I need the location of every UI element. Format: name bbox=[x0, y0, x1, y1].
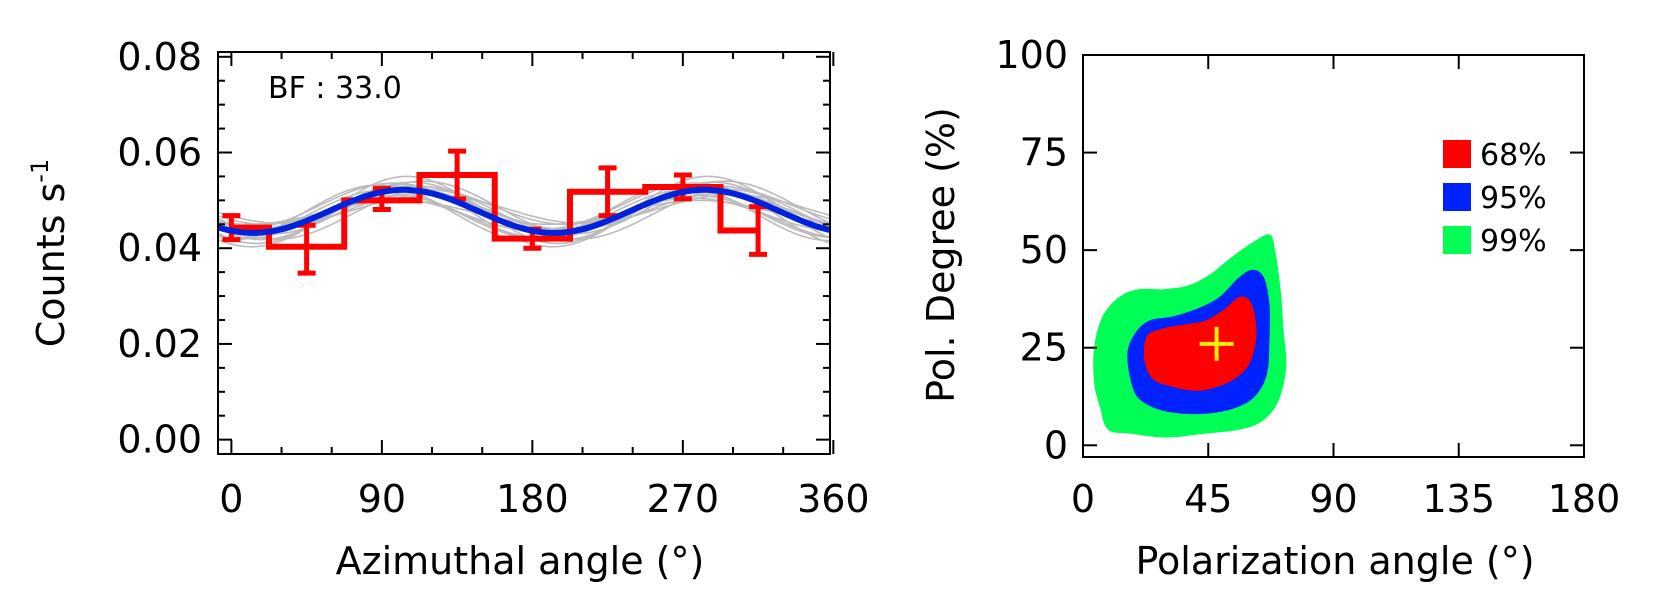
data-histogram bbox=[231, 171, 759, 250]
y-tick-label-2: 0.04 bbox=[117, 226, 202, 270]
legend-swatch bbox=[1443, 140, 1471, 168]
x-tick-label-2: 180 bbox=[496, 477, 569, 521]
x-tick-label-2: 90 bbox=[1309, 477, 1357, 521]
legend-swatch bbox=[1443, 183, 1471, 211]
y-tick-label-2: 50 bbox=[1020, 228, 1068, 272]
x-tick-label-3: 135 bbox=[1422, 477, 1495, 521]
left-chart: 0 90 180 270 360 0.00 0.02 0.04 0.06 0.08 BF : 33… bbox=[26, 35, 870, 583]
x-tick-label-4: 360 bbox=[797, 477, 870, 521]
y-tick-label-4: 0.08 bbox=[117, 35, 202, 79]
left-axis-ticks: 0 90 180 270 360 0.00 0.02 0.04 0.06 0.08 bbox=[117, 35, 869, 521]
y-tick-label-0: 0 bbox=[1044, 423, 1068, 467]
best-fit-marker bbox=[1199, 326, 1234, 361]
sample-curve-2 bbox=[217, 180, 831, 235]
legend-item-95: 95% bbox=[1443, 181, 1547, 216]
x-tick-label-4: 180 bbox=[1548, 477, 1621, 521]
left-plot-frame bbox=[217, 51, 831, 455]
x-tick-label-0: 0 bbox=[219, 477, 243, 521]
left-y-axis-title-sup: -1 bbox=[26, 159, 54, 183]
legend-label: 68% bbox=[1480, 138, 1547, 173]
left-y-axis-title: Counts s-1 bbox=[26, 159, 73, 347]
x-tick-label-0: 0 bbox=[1071, 477, 1095, 521]
bf-annotation: BF : 33.0 bbox=[268, 71, 402, 106]
y-tick-label-3: 0.06 bbox=[117, 131, 202, 175]
x-tick-label-3: 270 bbox=[647, 477, 720, 521]
right-axis-ticks: 0 45 90 135 180 0 25 50 75 100 bbox=[995, 33, 1620, 521]
right-chart: 0 45 90 135 180 0 25 50 75 100 68% 95% 99% Polariza… bbox=[919, 33, 1620, 583]
y-tick-label-4: 100 bbox=[995, 33, 1068, 77]
legend-item-68: 68% bbox=[1443, 138, 1547, 173]
x-tick-label-1: 45 bbox=[1184, 477, 1232, 521]
left-y-axis-title-main: Counts s bbox=[29, 183, 73, 348]
right-y-axis-title: Pol. Degree (%) bbox=[919, 107, 963, 403]
left-x-axis-title: Azimuthal angle (°) bbox=[336, 539, 705, 583]
legend-item-99: 99% bbox=[1443, 224, 1547, 259]
y-tick-label-1: 0.02 bbox=[117, 322, 202, 366]
y-tick-label-1: 25 bbox=[1020, 326, 1068, 370]
y-tick-label-3: 75 bbox=[1020, 131, 1068, 175]
x-tick-label-1: 90 bbox=[358, 477, 406, 521]
y-tick-label-0: 0.00 bbox=[117, 418, 202, 462]
legend-label: 95% bbox=[1480, 181, 1547, 216]
best-fit-curve bbox=[217, 186, 831, 236]
legend-label: 99% bbox=[1480, 224, 1547, 259]
legend-swatch bbox=[1443, 226, 1471, 254]
confidence-contours bbox=[1093, 234, 1287, 438]
right-x-axis-title: Polarization angle (°) bbox=[1135, 539, 1534, 583]
legend: 68% 95% 99% bbox=[1443, 138, 1547, 259]
histogram-steps bbox=[231, 171, 759, 250]
